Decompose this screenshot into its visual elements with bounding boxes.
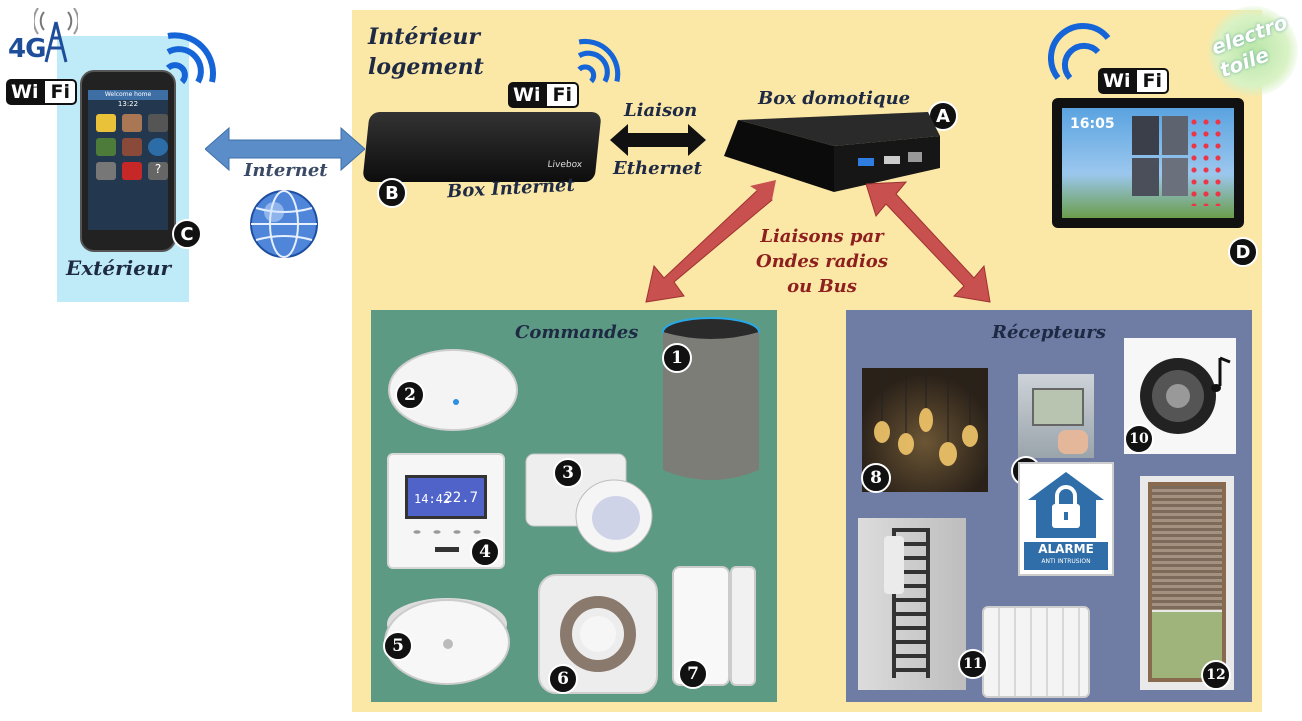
globe-icon <box>250 190 318 258</box>
internet-label: Internet <box>244 160 328 181</box>
smart-speaker <box>662 317 760 480</box>
number-8: 8 <box>861 463 891 493</box>
ethernet-label: Ethernet <box>613 158 702 179</box>
alarm-subtitle: ANTI INTRUSION <box>1041 558 1091 565</box>
badge-d: D <box>1228 237 1258 267</box>
radio-link-arrow-left <box>645 180 776 303</box>
phone-header: Welcome home <box>88 90 168 100</box>
wall-tablet: 16:05 <box>1052 98 1244 228</box>
number-2: 2 <box>395 380 425 410</box>
four-g-label: 4G <box>8 34 46 64</box>
smartphone: Welcome home 13:22 ? <box>80 70 176 252</box>
alarm-keypad-photo <box>1018 374 1094 458</box>
watermark-logo: electro toile <box>1208 6 1298 96</box>
number-5: 5 <box>383 631 413 661</box>
home-controller-hub <box>388 349 518 431</box>
wifi-signal-icon <box>165 32 216 85</box>
electric-radiator <box>982 606 1090 698</box>
radio-link-arrow-right <box>866 181 991 303</box>
speaker-art <box>1124 338 1236 454</box>
watermark-text: electro toile <box>1208 9 1291 83</box>
box-domotique-label: Box domotique <box>758 88 911 109</box>
smoke-detector <box>384 598 510 685</box>
motion-sensor <box>525 453 653 553</box>
number-1: 1 <box>662 343 692 373</box>
wifi-signal-icon <box>1048 23 1111 81</box>
wall-remote <box>538 574 658 694</box>
badge-c: C <box>172 219 202 249</box>
radio-link-label: Liaisons par Ondes radios ou Bus <box>756 226 888 297</box>
antenna-icon <box>34 8 78 63</box>
roller-shutter-window <box>1140 476 1234 690</box>
number-4: 4 <box>470 537 500 567</box>
thermostat-temp: 22.7 <box>444 490 478 506</box>
tablet-time: 16:05 <box>1070 116 1115 132</box>
number-10: 10 <box>1124 424 1154 454</box>
thermostat-time: 14:42 <box>414 492 451 506</box>
door-sensor <box>672 566 756 686</box>
commandes-title: Commandes <box>515 322 639 343</box>
recepteurs-title: Récepteurs <box>992 322 1106 343</box>
wifi-signal-icon <box>577 38 621 84</box>
number-7: 7 <box>678 659 708 689</box>
box-internet: Livebox <box>362 112 602 182</box>
livebox-text: Livebox <box>546 160 583 170</box>
exterior-title: Extérieur <box>66 256 172 280</box>
padlock-icon <box>1028 472 1104 538</box>
alarm-sign: ALARME ANTI INTRUSION <box>1018 462 1114 576</box>
towel-radiator-photo <box>858 518 966 690</box>
number-12: 12 <box>1201 660 1231 690</box>
alarm-title: ALARME <box>1038 542 1094 556</box>
internet-arrow <box>205 126 365 172</box>
badge-b: B <box>377 178 407 208</box>
box-domotique <box>724 112 940 192</box>
number-11: 11 <box>958 649 988 679</box>
ethernet-arrow <box>610 124 706 156</box>
liaison-label: Liaison <box>624 100 698 121</box>
phone-time: 13:22 <box>117 100 139 108</box>
interior-title: Intérieur logement <box>368 24 484 80</box>
number-3: 3 <box>553 458 583 488</box>
number-6: 6 <box>548 664 578 694</box>
